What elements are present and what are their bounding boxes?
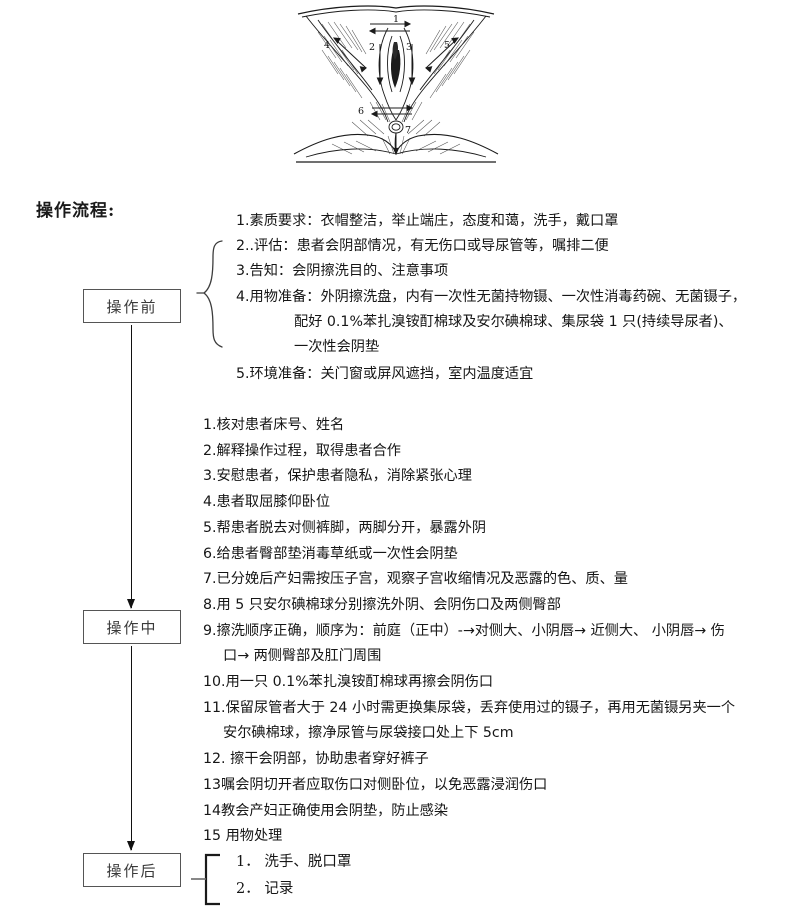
anatomy-label-3: 3 bbox=[406, 42, 412, 53]
before-steps-list: 1.素质要求：衣帽整洁，举止端庄，态度和蔼，洗手，戴口罩 2..评估：患者会阴部… bbox=[236, 214, 746, 392]
list-item: 13嘱会阴切开者应取伤口对侧卧位，以免恶露浸润伤口 bbox=[203, 776, 548, 793]
anatomy-illustration: 1 2 3 4 5 6 7 bbox=[292, 2, 500, 170]
list-item: 8.用 5 只安尔碘棉球分别擦洗外阴、会阴伤口及两侧臀部 bbox=[203, 596, 561, 613]
list-item: 1.核对患者床号、姓名 bbox=[203, 417, 345, 433]
list-item: 2． 记录 bbox=[236, 880, 294, 897]
list-item: 4.患者取屈膝仰卧位 bbox=[203, 494, 331, 511]
list-item-continuation: 配好 0.1%苯扎溴铵酊棉球及安尔碘棉球、集尿袋 1 只(持续导尿者)、 bbox=[294, 313, 733, 330]
anatomy-label-5: 5 bbox=[444, 40, 450, 51]
list-item: 3.安慰患者，保护患者隐私，消除紧张心理 bbox=[203, 468, 472, 485]
list-item: 4.用物准备：外阴擦洗盘，内有一次性无菌持物镊、一次性消毒药碗、无菌镊子， bbox=[236, 288, 747, 305]
list-item: 7.已分娩后产妇需按压子宫，观察子宫收缩情况及恶露的色、质、量 bbox=[203, 571, 628, 588]
list-item: 9.擦洗顺序正确，顺序为：前庭（正中）-→对侧大、小阴唇→ 近侧大、 小阴唇→ … bbox=[203, 622, 725, 639]
flow-box-during[interactable]: 操作中 bbox=[83, 610, 181, 644]
list-item: 2.解释操作过程，取得患者合作 bbox=[203, 442, 401, 459]
list-item: 1． 洗手、脱口罩 bbox=[236, 854, 352, 870]
anatomy-label-6: 6 bbox=[358, 106, 364, 117]
list-item: 1.素质要求：衣帽整洁，举止端庄，态度和蔼，洗手，戴口罩 bbox=[236, 213, 619, 229]
list-item: 6.给患者臀部垫消毒草纸或一次性会阴垫 bbox=[203, 545, 458, 562]
list-item: 14教会产妇正确使用会阴垫，防止感染 bbox=[203, 802, 449, 819]
anatomy-label-1: 1 bbox=[393, 14, 399, 25]
curly-brace-before bbox=[196, 239, 224, 351]
list-item-continuation: 安尔碘棉球，擦净尿管与尿袋接口处上下 5cm bbox=[223, 725, 514, 742]
list-item: 3.告知：会阴擦洗目的、注意事项 bbox=[236, 263, 449, 280]
curly-brace-svg bbox=[196, 240, 223, 348]
list-item: 2..评估：患者会阴部情况，有无伤口或导尿管等，嘱排二便 bbox=[236, 238, 609, 255]
arrow-shaft bbox=[131, 646, 132, 850]
anatomy-label-2: 2 bbox=[369, 42, 375, 53]
anatomy-label-7: 7 bbox=[405, 125, 411, 136]
list-item: 11.保留尿管者大于 24 小时需更换集尿袋，丢弃使用过的镊子，再用无菌镊另夹一… bbox=[203, 699, 736, 716]
list-item: 12. 擦干会阴部，协助患者穿好裤子 bbox=[203, 751, 429, 768]
list-item: 5.环境准备：关门窗或屏风遮挡，室内温度适宜 bbox=[236, 366, 534, 383]
after-steps-list: 1． 洗手、脱口罩 2． 记录 bbox=[236, 855, 351, 908]
anatomy-illustration-svg: 1 2 3 4 5 6 7 bbox=[292, 2, 500, 170]
arrow-head-icon bbox=[127, 599, 135, 609]
square-bracket-after bbox=[190, 852, 228, 908]
flow-box-before[interactable]: 操作前 bbox=[83, 289, 181, 323]
list-item-continuation: 一次性会阴垫 bbox=[294, 339, 380, 356]
page-title: 操作流程: bbox=[36, 201, 116, 221]
square-bracket-svg bbox=[191, 853, 220, 906]
during-steps-list: 1.核对患者床号、姓名 2.解释操作过程，取得患者合作 3.安慰患者，保护患者隐… bbox=[203, 418, 735, 855]
list-item: 10.用一只 0.1%苯扎溴铵酊棉球再擦会阴伤口 bbox=[203, 674, 494, 691]
list-item: 15 用物处理 bbox=[203, 828, 283, 845]
arrow-head-icon bbox=[127, 841, 135, 851]
flow-box-after[interactable]: 操作后 bbox=[83, 853, 181, 887]
list-item-continuation: 口→ 两侧臀部及肛门周围 bbox=[223, 648, 382, 665]
anatomy-label-4: 4 bbox=[324, 40, 330, 51]
list-item: 5.帮患者脱去对侧裤脚，两脚分开，暴露外阴 bbox=[203, 519, 487, 536]
arrow-shaft bbox=[131, 325, 132, 608]
